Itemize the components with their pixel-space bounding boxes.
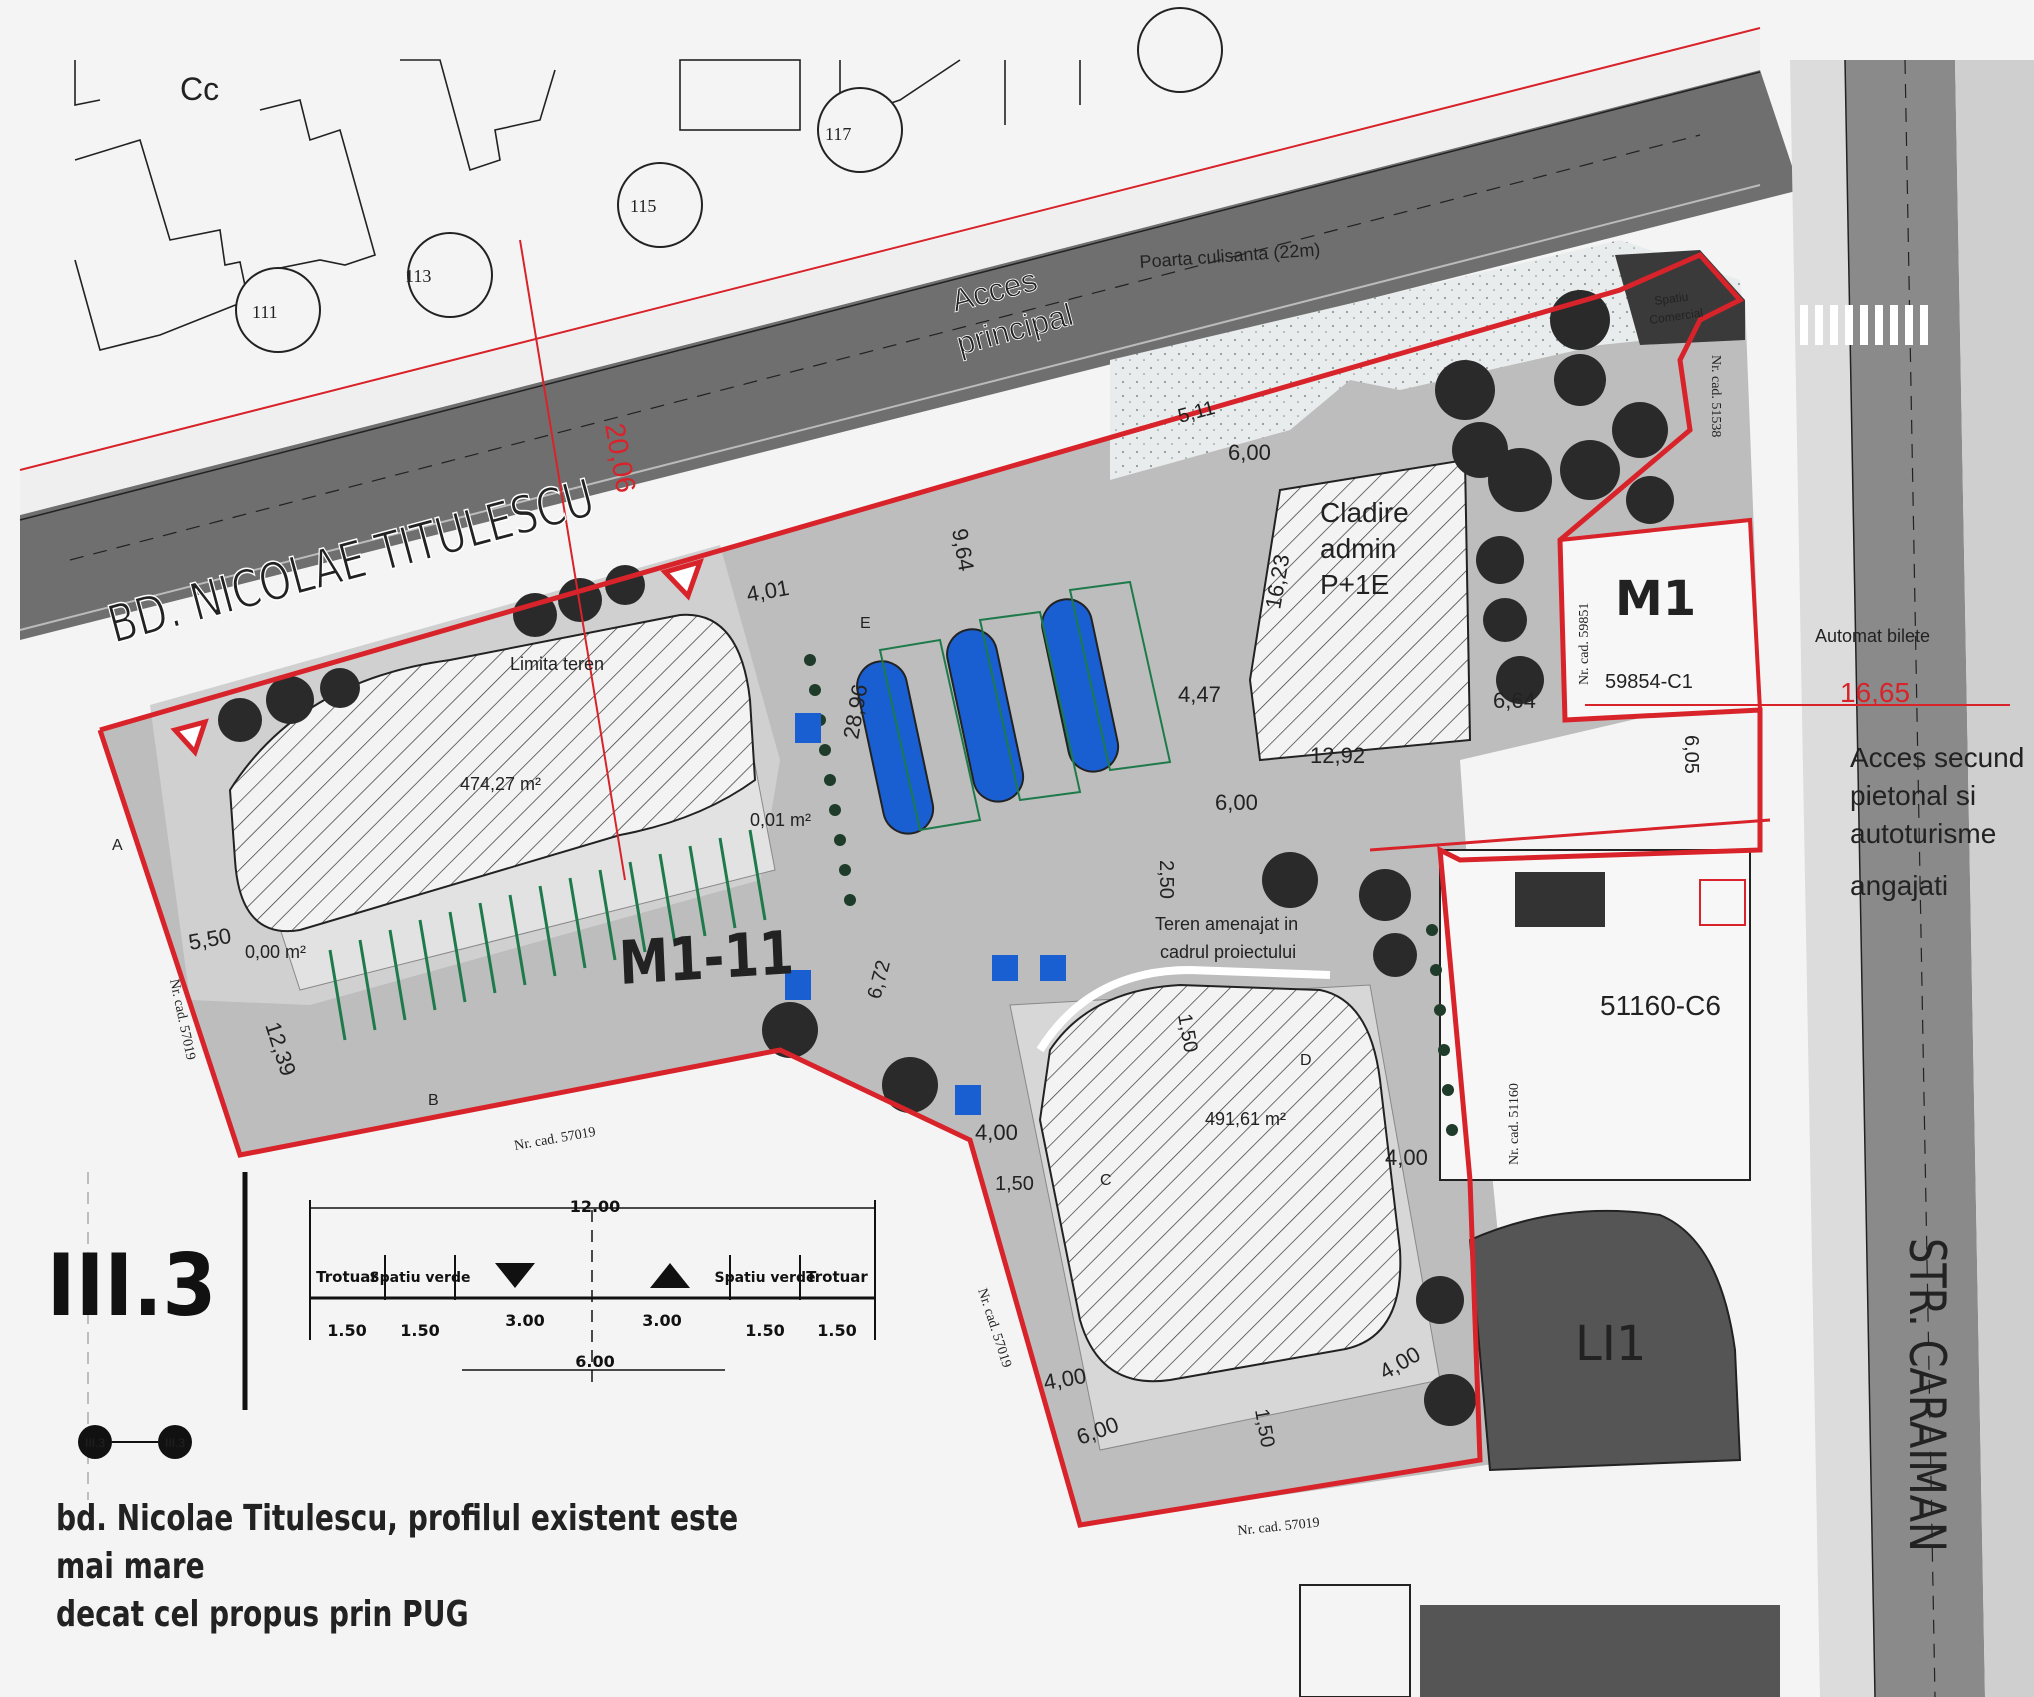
section-marker-a: A — [112, 837, 123, 854]
profile-section-id: III.3 — [47, 1236, 217, 1336]
profile-width-2: 1.50 — [400, 1321, 439, 1340]
section-marker-e: E — [860, 615, 871, 632]
parking-stalls — [328, 829, 767, 1041]
crosswalk — [1800, 305, 1928, 345]
profile-width-4: 3.00 — [642, 1311, 681, 1330]
commercial-building — [1615, 250, 1745, 345]
house-number-117: 117 — [825, 124, 851, 144]
secondary-access-label-1: Acces secund — [1850, 742, 2024, 773]
lot-b-area: 491,61 m² — [1205, 1109, 1286, 1129]
profile-width-5: 1.50 — [745, 1321, 784, 1340]
caption-line-1: bd. Nicolae Titulescu, profilul existent… — [56, 1498, 739, 1587]
profile-carriageway-width: 6.00 — [575, 1352, 614, 1371]
dim-6-00-b: 6,00 — [1228, 440, 1271, 465]
section-marker-b: B — [428, 1092, 439, 1109]
dim-4-00-b: 4,00 — [1385, 1145, 1428, 1170]
caption-line-2: decat cel propus prin PUG — [56, 1594, 469, 1635]
ticket-machine-label: Automat bilete — [1815, 626, 1930, 646]
yield-sign — [170, 558, 704, 757]
dim-6-64: 6,64 — [1493, 688, 1536, 713]
secondary-access-label-4: angajati — [1850, 870, 1948, 901]
section-marker-c: C — [1100, 1172, 1112, 1189]
trees — [218, 290, 1674, 1426]
zone-m1-label: M1 — [1615, 571, 1696, 627]
secondary-access-label-3: autoturisme — [1850, 818, 1996, 849]
commercial-label-1: Spatiu — [1653, 289, 1689, 308]
house-number-circles — [235, 7, 1223, 353]
main-boulevard-road — [19, 27, 1800, 640]
profile-segment-green-right: Spatiu verde — [715, 1270, 816, 1286]
hatched-lot-b — [1038, 983, 1402, 1383]
building-c1-label: 59854-C1 — [1605, 671, 1693, 693]
zone-m1-11-label: M1-11 — [618, 919, 796, 999]
hedge-rows — [804, 654, 1458, 1136]
building-li1 — [1468, 1209, 1742, 1472]
admin-building-label-3: P+1E — [1320, 569, 1389, 600]
house-number-115: 115 — [630, 196, 656, 216]
profile-width-6: 1.50 — [817, 1321, 856, 1340]
profile-width-3: 3.00 — [505, 1311, 544, 1330]
profile-width-1: 1.50 — [327, 1321, 366, 1340]
block-label-cc: Cc — [180, 71, 219, 107]
profile-marker-left: III.3 — [85, 1436, 105, 1450]
house-number-111: 111 — [252, 302, 278, 322]
street-profile-diagram — [78, 1172, 876, 1500]
cadastral-51160: Nr. cad. 51160 — [1507, 1083, 1522, 1165]
land-limit-label: Limita teren — [510, 654, 604, 674]
profile-segment-green-left: Spatiu verde — [370, 1270, 471, 1286]
water-basins — [856, 598, 1120, 835]
project-area-label-1: Teren amenajat in — [1155, 914, 1298, 934]
dim-12-92: 12,92 — [1310, 743, 1365, 768]
project-area-label-2: cadrul proiectului — [1160, 942, 1296, 962]
dim-6-00-a: 6,00 — [1215, 790, 1258, 815]
admin-building-label-1: Cladire — [1320, 497, 1409, 528]
profile-marker-right: III.3 — [165, 1436, 185, 1450]
dim-4-47: 4,47 — [1178, 682, 1221, 707]
profile-total-width: 12.00 — [570, 1197, 621, 1216]
site-boundary — [97, 251, 1763, 1528]
dim-1-50-a: 1,50 — [995, 1173, 1034, 1195]
admin-building — [1248, 458, 1472, 762]
small-area-b: 0,00 m² — [245, 942, 306, 962]
cadastral-59851: Nr. cad. 59851 — [1577, 603, 1592, 685]
admin-building-label-2: admin — [1320, 533, 1396, 564]
small-area-a: 0,01 m² — [750, 810, 811, 830]
profile-segment-sidewalk-left: Trotuar — [316, 1268, 378, 1286]
zone-li1-label: LI1 — [1575, 1316, 1646, 1372]
traffic-sign-icons — [785, 713, 1066, 1115]
secondary-access-label-2: pietonal si — [1850, 780, 1976, 811]
cadastral-51538: Nr. cad. 51538 — [1708, 355, 1723, 437]
dim-6-05: 6,05 — [1680, 735, 1702, 774]
side-street-name: STR. CARAIMAN — [1898, 1238, 1957, 1552]
lot-a-area: 474,27 m² — [460, 774, 541, 794]
dim-4-00-a: 4,00 — [975, 1120, 1018, 1145]
dim-2-50: 2,50 — [1155, 860, 1177, 899]
building-c6-label: 51160-C6 — [1600, 990, 1721, 1021]
profile-segment-sidewalk-right: Trotuar — [806, 1268, 868, 1286]
section-marker-d: D — [1300, 1052, 1312, 1069]
profile-caption: bd. Nicolae Titulescu, profilul existent… — [56, 1495, 758, 1639]
house-number-113: 113 — [405, 266, 431, 286]
dim-16-65: 16,65 — [1840, 677, 1910, 708]
side-street-road — [1790, 59, 2034, 1697]
